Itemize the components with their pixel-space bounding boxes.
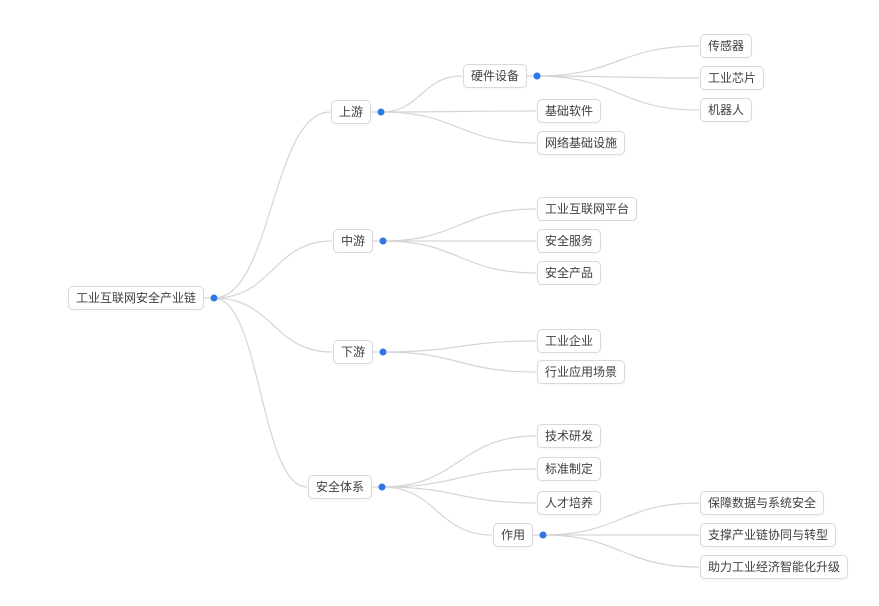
node-industry-app-scenario[interactable]: 行业应用场景 (537, 360, 626, 384)
node-industrial-enterprise[interactable]: 工业企业 (537, 329, 602, 353)
node-role[interactable]: 作用 (493, 523, 534, 547)
expand-collapse-dot[interactable] (378, 483, 386, 491)
edge-line (380, 110, 537, 113)
node-downstream[interactable]: 下游 (333, 340, 374, 364)
node-sensor[interactable]: 传感器 (700, 34, 753, 58)
edge-line (381, 468, 537, 488)
edge-line (213, 297, 308, 488)
edge-line (536, 45, 700, 77)
expand-collapse-dot[interactable] (377, 108, 385, 116)
edge-line (213, 240, 333, 299)
edge-line (382, 208, 537, 242)
node-midstream[interactable]: 中游 (333, 229, 374, 253)
node-industrial-chip[interactable]: 工业芯片 (700, 66, 765, 90)
edge-line (382, 351, 537, 373)
edge-line (382, 340, 537, 353)
node-boost-economy-upgrade[interactable]: 助力工业经济智能化升级 (700, 555, 849, 579)
edge-line (542, 534, 700, 568)
node-security-product[interactable]: 安全产品 (537, 261, 602, 285)
edge-line (381, 486, 537, 504)
node-talent-training[interactable]: 人才培养 (537, 491, 602, 515)
edge-line (381, 486, 493, 536)
expand-collapse-dot[interactable] (379, 348, 387, 356)
edge-line (382, 240, 537, 274)
expand-collapse-dot[interactable] (210, 294, 218, 302)
node-security-service[interactable]: 安全服务 (537, 229, 602, 253)
edge-line (213, 111, 331, 299)
node-upstream[interactable]: 上游 (331, 100, 372, 124)
edge-line (213, 297, 333, 353)
edge-line (381, 435, 537, 488)
edge-line (380, 111, 537, 144)
expand-collapse-dot[interactable] (539, 531, 547, 539)
node-iiot-platform[interactable]: 工业互联网平台 (537, 197, 638, 221)
edge-line (380, 75, 463, 113)
node-root[interactable]: 工业互联网安全产业链 (68, 286, 205, 310)
node-hardware-equipment[interactable]: 硬件设备 (463, 64, 528, 88)
node-network-infrastructure[interactable]: 网络基础设施 (537, 131, 626, 155)
node-support-chain-collab[interactable]: 支撑产业链协同与转型 (700, 523, 837, 547)
node-security-system[interactable]: 安全体系 (308, 475, 373, 499)
node-tech-rnd[interactable]: 技术研发 (537, 424, 602, 448)
edge-line (536, 75, 700, 79)
node-standard-setting[interactable]: 标准制定 (537, 457, 602, 481)
node-robot[interactable]: 机器人 (700, 98, 753, 122)
expand-collapse-dot[interactable] (533, 72, 541, 80)
expand-collapse-dot[interactable] (379, 237, 387, 245)
node-basic-software[interactable]: 基础软件 (537, 99, 602, 123)
node-ensure-data-system-security[interactable]: 保障数据与系统安全 (700, 491, 825, 515)
